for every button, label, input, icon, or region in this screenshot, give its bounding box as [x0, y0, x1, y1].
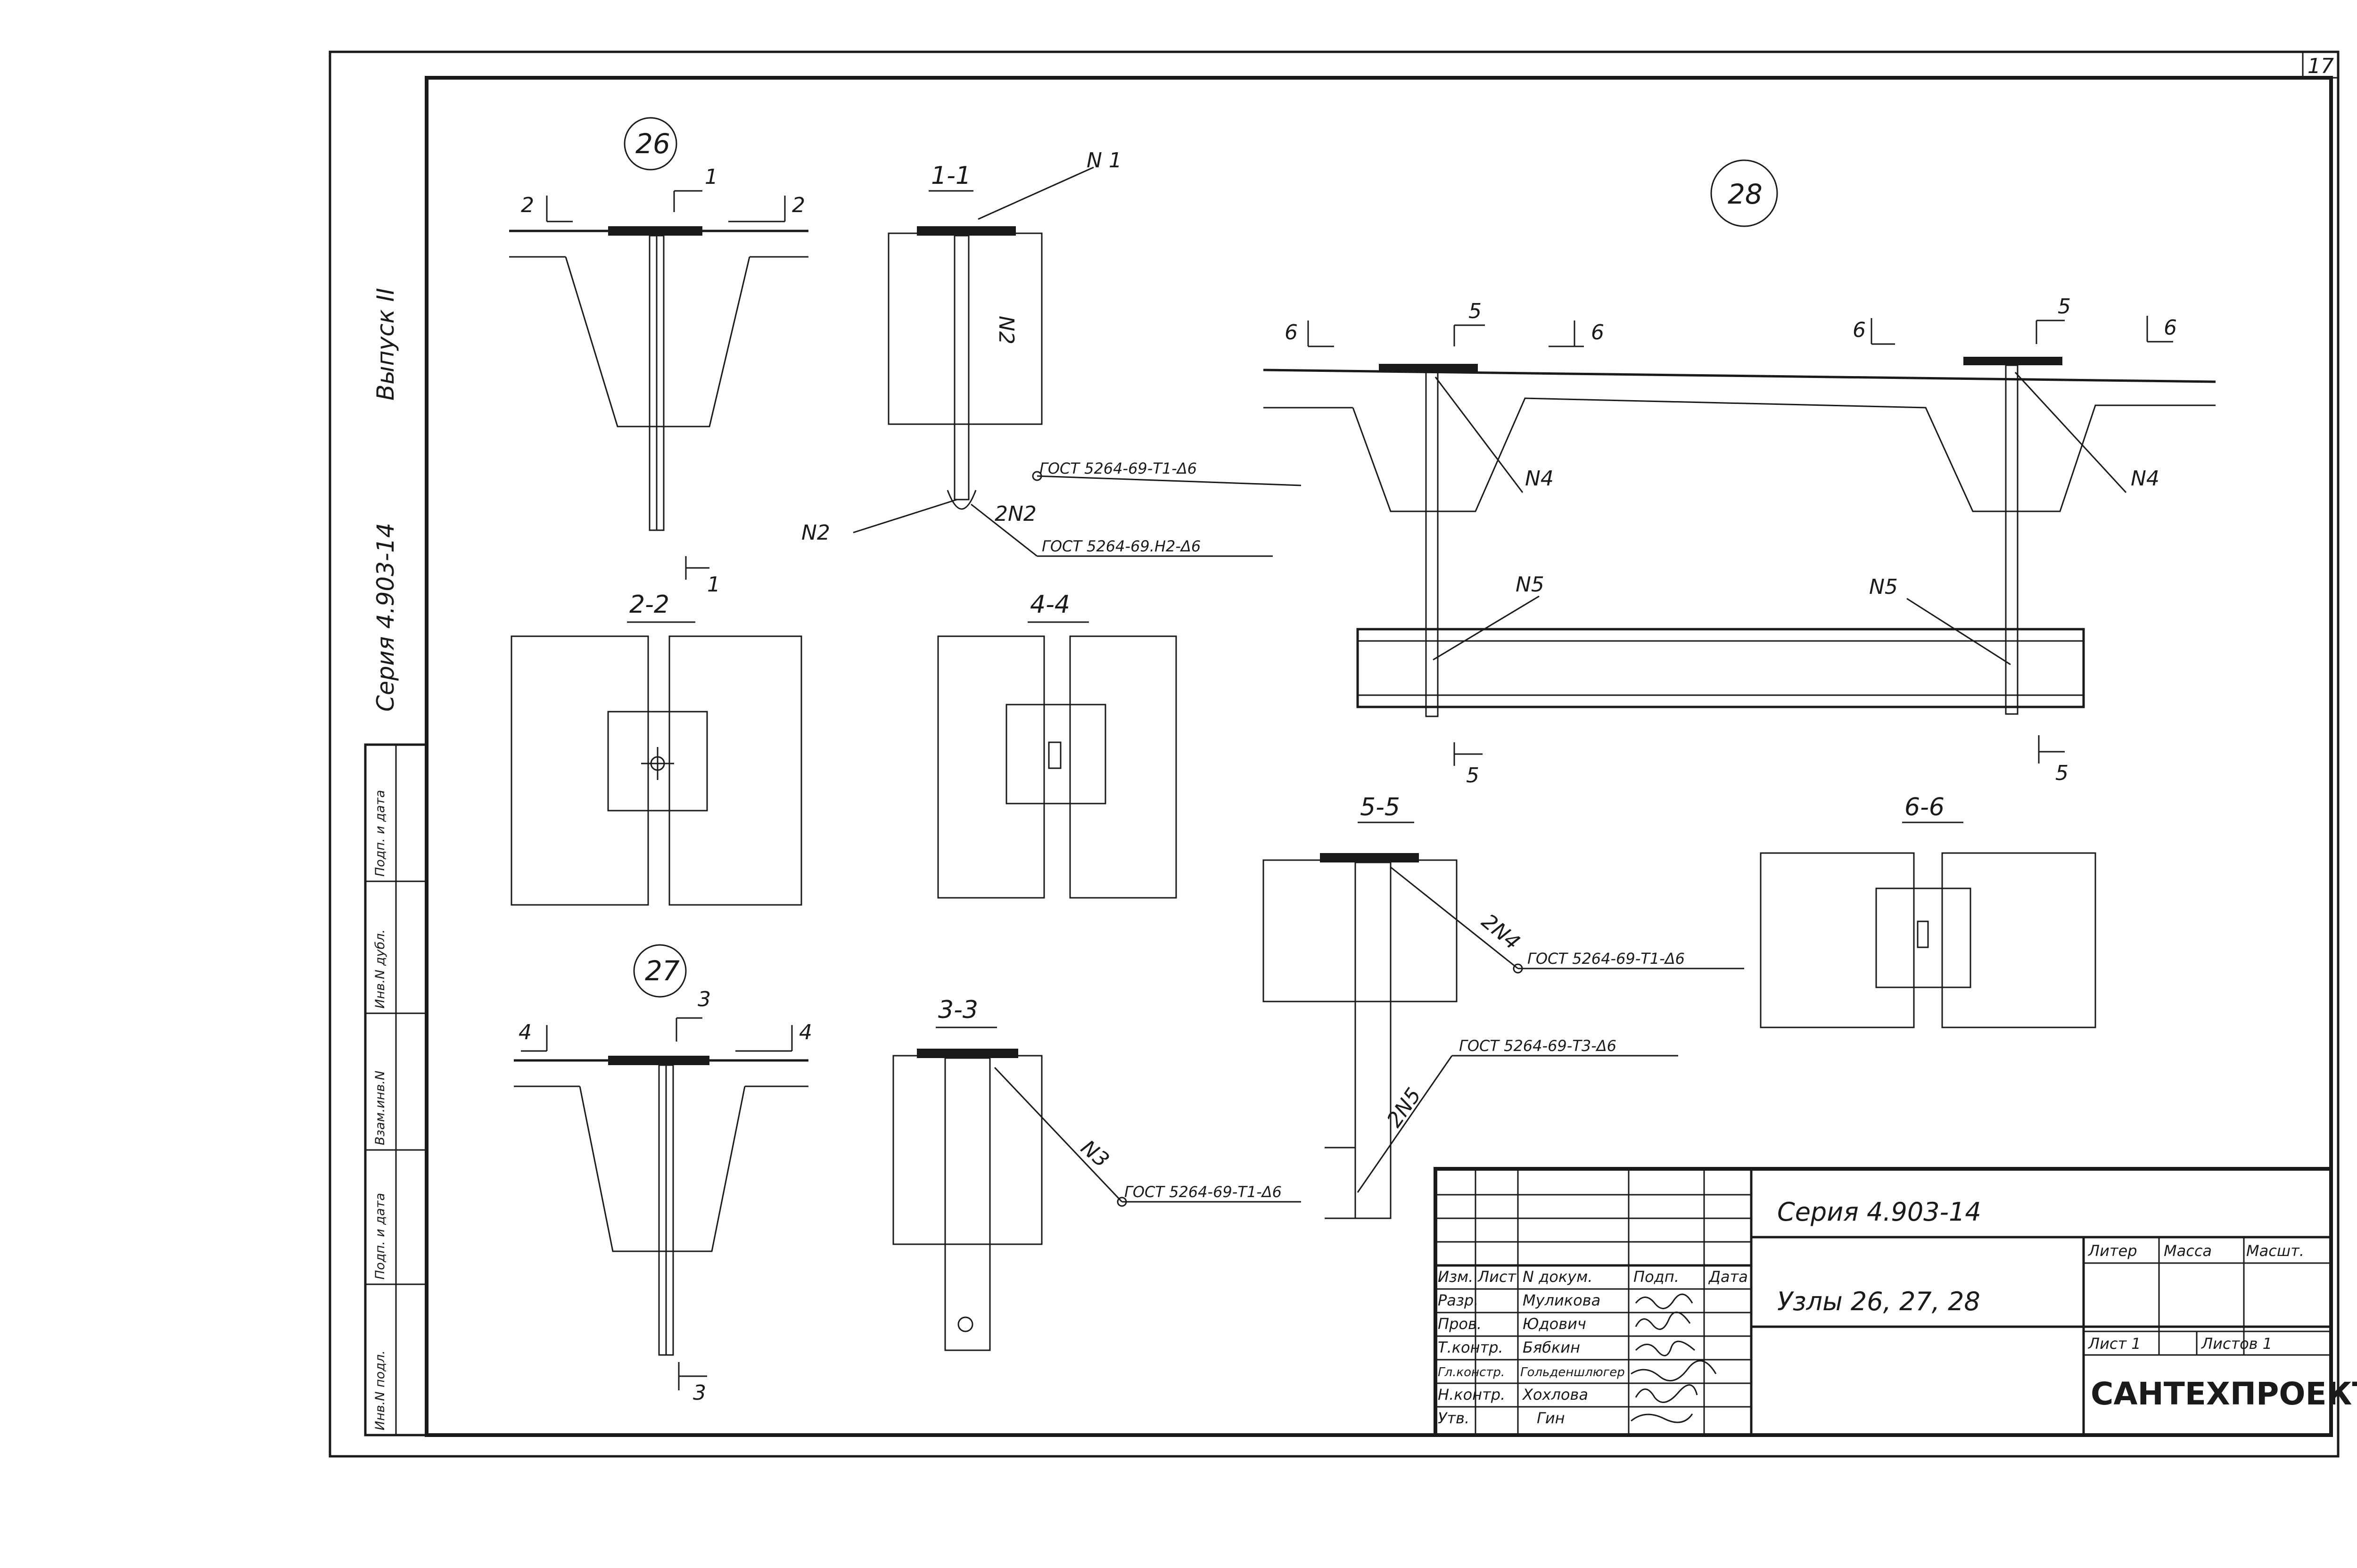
side-series: Серия 4.903-14 — [372, 523, 399, 712]
cut-6-left-b: 6 — [1853, 318, 1866, 342]
tb-header-izm: Изм. — [1438, 1268, 1473, 1286]
cut-4-right: 4 — [799, 1020, 812, 1044]
callout-n1: N 1 — [1087, 148, 1122, 172]
cut-1-bottom: 1 — [707, 573, 720, 597]
section-3-3-label: 3-3 — [938, 996, 978, 1024]
side-stamp-2: Взам.инв.N — [373, 1071, 387, 1145]
tb-role-1: Пров. — [1438, 1315, 1482, 1333]
node-27-label: 27 — [645, 955, 680, 987]
cut-5-top-a: 5 — [1468, 299, 1482, 323]
cut-3-top: 3 — [698, 987, 711, 1011]
tb-role-3: Гл.констр. — [1438, 1365, 1505, 1379]
cut-2-right: 2 — [792, 193, 805, 217]
section-5-5-label: 5-5 — [1360, 793, 1400, 821]
tb-name-1: Юдович — [1523, 1315, 1586, 1333]
callout-n5-a: N5 — [1516, 573, 1544, 597]
callout-2n4: 2N4 — [1477, 909, 1525, 954]
section-6-6: 6-6 — [1760, 793, 2096, 1028]
callout-2n5: 2N5 — [1382, 1084, 1426, 1132]
side-issue: Выпуск II — [372, 288, 399, 401]
callout-n2-vertical: N2 — [994, 316, 1018, 345]
cut-3-bottom: 3 — [693, 1381, 706, 1405]
section-4-4-label: 4-4 — [1030, 591, 1070, 619]
tb-header-date: Дата — [1708, 1268, 1748, 1286]
callout-gost-t1-b: ГОСТ 5264-69-Т1-Δ6 — [1124, 1183, 1282, 1201]
cut-2-left: 2 — [521, 193, 534, 217]
node-27-view: 27 4 4 3 3 — [514, 944, 812, 1405]
section-3-3: 3-3 N3 ГОСТ 5264-69-Т1-Δ6 — [892, 996, 1301, 1351]
cut-5-bottom-a: 5 — [1466, 763, 1479, 788]
sheet-number: 17 — [2308, 54, 2334, 78]
section-5-5: 5-5 2N4 ГОСТ 5264-69-Т1-Δ6 2N5 ГОСТ 5264… — [1262, 793, 1744, 1219]
side-labels: Серия 4.903-14 Выпуск II — [372, 288, 399, 712]
tb-name-5: Гин — [1537, 1409, 1565, 1427]
cut-6-right-a: 6 — [1591, 320, 1604, 345]
side-stamp: Инв.N подл. Подп. и дата Взам.инв.N Инв.… — [364, 743, 428, 1437]
section-2-2: 2-2 — [511, 591, 802, 906]
section-1-1: 1-1 N 1 N2 ГОСТ 5264-69-Т1-Δ6 N2 2N2 ГОС… — [801, 148, 1302, 557]
tb-header-sign: Подп. — [1633, 1268, 1679, 1286]
section-6-6-label: 6-6 — [1904, 793, 1945, 821]
signatures — [1631, 1293, 1717, 1423]
node-28-label: 28 — [1728, 178, 1763, 210]
tb-sheets: Листов 1 — [2201, 1335, 2272, 1353]
tb-header-doc: N докум. — [1523, 1268, 1592, 1286]
tb-name-3: Гольденшлюгер — [1520, 1365, 1625, 1379]
side-stamp-3: Инв.N дубл. — [373, 929, 387, 1009]
tb-series: Серия 4.903-14 — [1777, 1197, 1981, 1227]
section-4-4: 4-4 — [937, 591, 1177, 899]
tb-title: Узлы 26, 27, 28 — [1777, 1287, 1980, 1316]
node-28-view: 28 6 6 5 6 6 5 5 5 — [1263, 159, 2216, 788]
tb-role-5: Утв. — [1438, 1409, 1469, 1427]
tb-name-4: Хохлова — [1522, 1386, 1588, 1404]
sheet-frame: 17 — [329, 50, 2340, 1458]
tb-role-2: Т.контр. — [1438, 1338, 1503, 1356]
cut-5-top-b: 5 — [2058, 295, 2071, 319]
tb-mass: Масса — [2164, 1242, 2212, 1260]
callout-n5-b: N5 — [1869, 575, 1898, 599]
tb-scale: Масшт. — [2246, 1242, 2304, 1260]
tb-litera: Литер — [2088, 1242, 2137, 1260]
cut-5-bottom-b: 5 — [2055, 761, 2069, 785]
callout-n2: N2 — [801, 521, 830, 545]
callout-gost-n2: ГОСТ 5264-69.Н2-Δ6 — [1042, 537, 1201, 555]
callout-gost-t1-c: ГОСТ 5264-69-Т1-Δ6 — [1527, 950, 1685, 968]
tb-name-2: Бябкин — [1523, 1338, 1580, 1356]
node-26-label: 26 — [635, 128, 670, 160]
callout-n3: N3 — [1076, 1135, 1113, 1172]
tb-name-0: Муликова — [1523, 1291, 1600, 1309]
tb-role-0: Разр. — [1438, 1291, 1478, 1309]
side-stamp-0: Инв.N подл. — [373, 1350, 387, 1430]
section-2-2-label: 2-2 — [629, 591, 669, 619]
tb-role-4: Н.контр. — [1438, 1386, 1505, 1404]
cut-1-top: 1 — [705, 165, 718, 189]
callout-gost-t1-a: ГОСТ 5264-69-Т1-Δ6 — [1039, 460, 1197, 477]
tb-organization: САНТЕХПРОЕКТ — [2091, 1376, 2357, 1412]
cut-4-left: 4 — [519, 1020, 532, 1044]
tb-sheet: Лист 1 — [2088, 1335, 2141, 1353]
section-1-1-label: 1-1 — [931, 162, 971, 190]
side-stamp-4: Подп. и дата — [373, 790, 387, 877]
cut-6-right-b: 6 — [2164, 316, 2177, 340]
callout-2n2: 2N2 — [995, 502, 1037, 526]
callout-gost-t3: ГОСТ 5264-69-Т3-Δ6 — [1459, 1037, 1616, 1055]
callout-n4-a: N4 — [1525, 467, 1554, 491]
tb-header-list: Лист — [1477, 1268, 1516, 1286]
side-stamp-1: Подп. и дата — [373, 1193, 387, 1280]
callout-n4-b: N4 — [2131, 467, 2159, 491]
node-26-view: 26 2 2 1 1 — [509, 117, 808, 597]
cut-6-left-a: 6 — [1285, 320, 1298, 345]
title-block: Изм. Лист N докум. Подп. Дата Разр. Мули… — [1434, 1167, 2357, 1437]
